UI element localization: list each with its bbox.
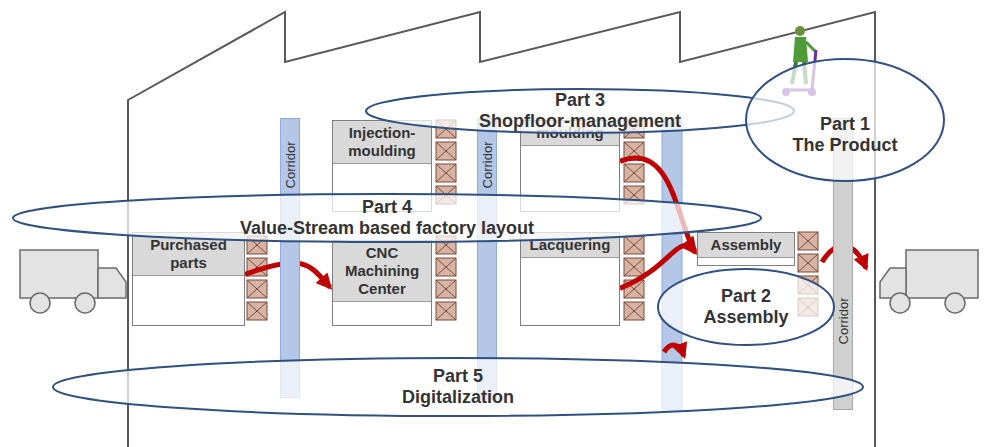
pallet-icon <box>247 280 267 298</box>
part-title: Value-Stream based factory layout <box>240 218 534 239</box>
part-number: Part 5 <box>433 366 483 387</box>
part-title: Assembly <box>703 307 788 328</box>
pallet-icon <box>436 164 456 182</box>
ellipse-zone: Part 1The Product <box>745 58 945 182</box>
box-label: Injection-moulding <box>337 124 427 160</box>
corridor-label: Corridor <box>836 298 851 345</box>
pallet-icon <box>436 280 456 298</box>
part-title: Digitalization <box>402 387 514 408</box>
ellipse-zone: Part 4Value-Stream based factory layout <box>12 193 762 243</box>
flow-arrow <box>664 345 684 356</box>
corridor-label: Corridor <box>480 142 495 189</box>
box-label: CNC Machining Center <box>337 244 427 298</box>
corridor-label: Corridor <box>283 142 298 189</box>
truck-left <box>20 250 126 313</box>
ellipse-zone: Part 3Shopfloor-management <box>365 88 795 134</box>
process-box: CNC Machining Center <box>332 240 432 326</box>
pallet-icon <box>436 142 456 160</box>
pallet-icon <box>624 164 644 182</box>
part-number: Part 1 <box>820 114 870 135</box>
box-label: Assembly <box>702 236 790 254</box>
pallet-icon <box>436 258 456 276</box>
part-number: Part 2 <box>721 286 771 307</box>
pallet-icon <box>624 236 644 254</box>
box-header: Injection-moulding <box>333 121 431 164</box>
pallet-icon <box>624 302 644 320</box>
part-number: Part 3 <box>555 90 605 111</box>
pallet-icon <box>436 302 456 320</box>
part-number: Part 4 <box>362 197 412 218</box>
box-header: Assembly <box>698 233 794 258</box>
part-title: The Product <box>792 135 897 156</box>
process-box: Purchased parts <box>132 232 245 326</box>
box-header: CNC Machining Center <box>333 241 431 302</box>
ellipse-zone: Part 5Digitalization <box>52 357 864 417</box>
corridor-band: Corridor <box>280 118 300 398</box>
process-box: Assembly <box>697 232 795 266</box>
pallet-icon <box>798 254 818 272</box>
truck-right <box>880 250 978 313</box>
pallet-icon <box>624 258 644 276</box>
process-box: Lacquering <box>520 232 620 326</box>
box-label: Purchased parts <box>137 236 240 272</box>
pallet-icon <box>247 302 267 320</box>
ellipse-zone: Part 2Assembly <box>657 268 835 346</box>
pallet-icon <box>798 232 818 250</box>
part-title: Shopfloor-management <box>479 111 681 132</box>
